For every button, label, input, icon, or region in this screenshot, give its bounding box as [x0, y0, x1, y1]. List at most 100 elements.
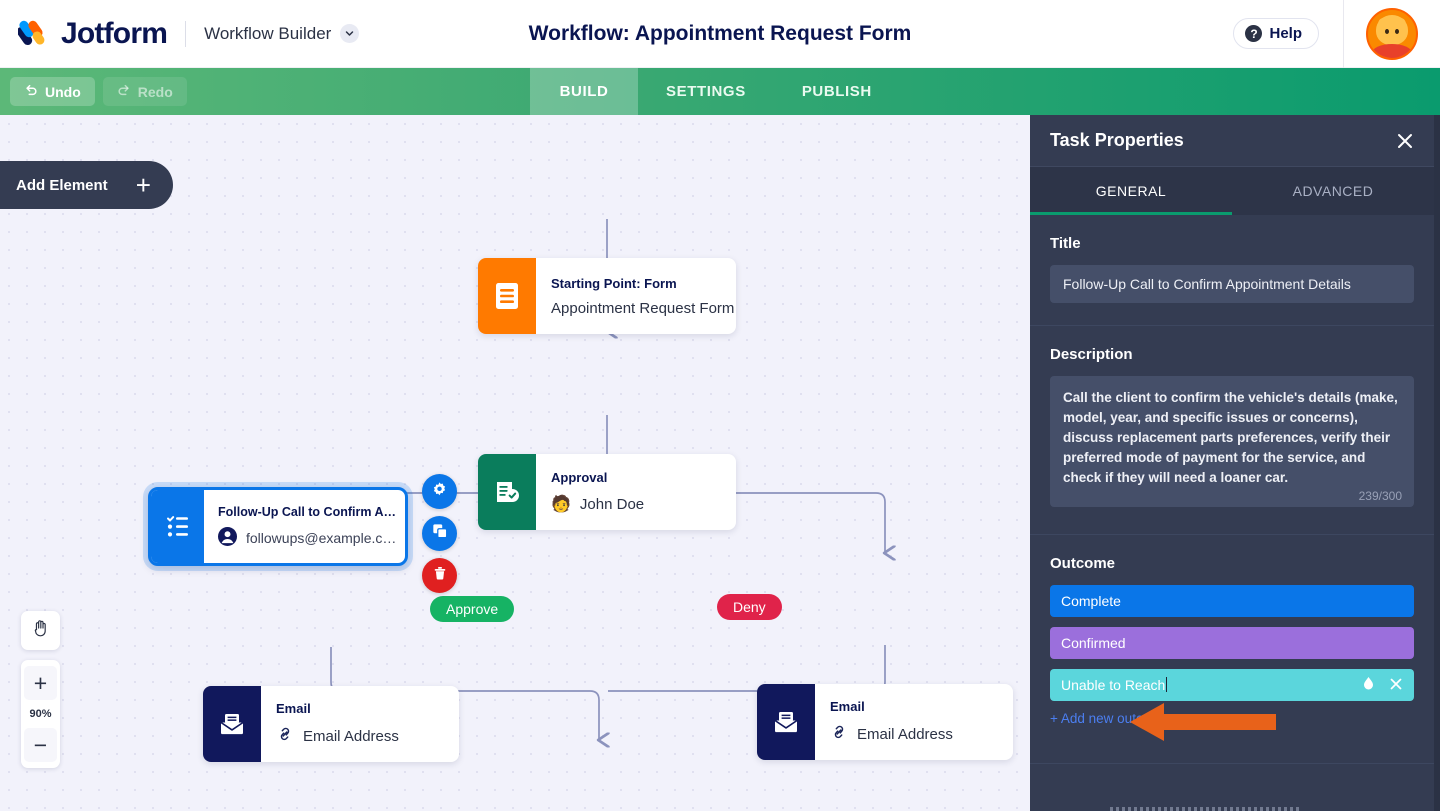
- delete-button[interactable]: [422, 558, 457, 593]
- plus-icon: +: [135, 170, 151, 200]
- node-starting-point[interactable]: Starting Point: Form Appointment Request…: [478, 258, 736, 334]
- panel-header: Task Properties: [1030, 115, 1434, 167]
- panel-body: Title Description Call the client to con…: [1030, 215, 1434, 763]
- node-email-approve[interactable]: Email Email Address: [203, 686, 459, 762]
- node-approval[interactable]: Approval 🧑 John Doe: [478, 454, 736, 530]
- hand-pan-icon: [31, 618, 51, 643]
- title-input[interactable]: [1050, 265, 1414, 303]
- add-new-outcome-link[interactable]: + Add new outcome: [1050, 711, 1169, 726]
- redo-button[interactable]: Redo: [102, 77, 187, 106]
- outcome-row-confirmed[interactable]: Confirmed: [1050, 627, 1414, 659]
- form-document-icon: [478, 258, 536, 334]
- trash-icon: [432, 565, 448, 586]
- description-section: Description Call the client to confirm t…: [1030, 326, 1434, 535]
- node-subtitle: Email Address: [276, 725, 399, 747]
- tab-publish[interactable]: PUBLISH: [801, 83, 872, 100]
- help-label: Help: [1269, 25, 1302, 42]
- avatar-eye-right: [1395, 28, 1400, 34]
- node-subtitle: Email Address: [830, 723, 953, 745]
- zoom-level: 90%: [29, 708, 52, 720]
- task-properties-panel: Task Properties GENERAL ADVANCED Title D…: [1030, 115, 1434, 811]
- close-icon[interactable]: [1396, 132, 1414, 150]
- brand-name: Jotform: [61, 16, 168, 50]
- node-subtitle-text: Email Address: [857, 725, 953, 743]
- pan-tool-button[interactable]: [21, 611, 60, 650]
- person-emoji: 🧑: [551, 496, 571, 513]
- undo-button[interactable]: Undo: [10, 77, 95, 106]
- title-label: Title: [1050, 235, 1081, 252]
- tab-build[interactable]: BUILD: [530, 68, 638, 115]
- header-divider-2: [1343, 0, 1344, 68]
- avatar-face: [1376, 14, 1408, 45]
- duplicate-button[interactable]: [422, 516, 457, 551]
- undo-arrow-icon: [24, 83, 38, 100]
- redo-arrow-icon: [117, 83, 131, 100]
- node-subtitle: Appointment Request Form: [551, 300, 734, 317]
- node-title: Approval: [551, 470, 608, 485]
- product-name: Workflow Builder: [204, 23, 332, 43]
- link-icon: [830, 723, 848, 745]
- outcome-label-input[interactable]: Unable to Reach: [1061, 677, 1362, 693]
- outcome-label: Outcome: [1050, 555, 1116, 572]
- tab-advanced[interactable]: ADVANCED: [1292, 183, 1374, 199]
- droplet-icon[interactable]: [1362, 676, 1375, 694]
- outcome-label-text: Confirmed: [1061, 635, 1126, 651]
- chevron-down-icon[interactable]: [340, 24, 360, 43]
- header-divider: [185, 20, 187, 47]
- add-element-button[interactable]: Add Element +: [0, 161, 173, 209]
- add-element-label: Add Element: [16, 176, 108, 194]
- avatar[interactable]: [1366, 7, 1418, 60]
- node-subtitle-text: followups@example.c…: [246, 529, 397, 546]
- jotform-logo-icon: [16, 17, 52, 51]
- panel-right-edge: [1434, 115, 1440, 811]
- avatar-body: [1372, 43, 1412, 58]
- panel-tabs: GENERAL ADVANCED: [1030, 167, 1434, 215]
- node-title: Email: [830, 699, 865, 714]
- node-subtitle: followups@example.c…: [218, 526, 397, 549]
- copy-icon: [432, 523, 448, 544]
- settings-button[interactable]: [422, 474, 457, 509]
- node-subtitle: 🧑 John Doe: [551, 494, 644, 514]
- avatar-eye-left: [1384, 28, 1389, 34]
- envelope-icon: [203, 686, 261, 762]
- outcome-section: Outcome Complete Confirmed Unable to Rea…: [1030, 535, 1434, 740]
- node-subtitle-text: Appointment Request Form: [551, 299, 735, 317]
- panel-footer: [1030, 763, 1434, 811]
- zoom-in-button[interactable]: +: [24, 666, 57, 700]
- outcome-row-complete[interactable]: Complete: [1050, 585, 1414, 617]
- branch-label-approve[interactable]: Approve: [430, 596, 515, 622]
- undo-label: Undo: [45, 83, 81, 100]
- node-subtitle-text: John Doe: [579, 495, 645, 513]
- description-textarea[interactable]: Call the client to confirm the vehicle's…: [1050, 376, 1414, 507]
- redo-label: Redo: [137, 83, 173, 100]
- branch-label-deny[interactable]: Deny: [717, 594, 782, 620]
- outcome-row-unable-to-reach[interactable]: Unable to Reach: [1050, 669, 1414, 701]
- help-button[interactable]: ? Help: [1233, 18, 1319, 49]
- node-title: Starting Point: Form: [551, 275, 677, 291]
- task-list-icon: [151, 490, 204, 563]
- close-icon[interactable]: [1389, 677, 1403, 694]
- tab-general[interactable]: GENERAL: [1030, 167, 1232, 215]
- person-circle-icon: [218, 526, 237, 549]
- approval-check-icon: [478, 454, 536, 530]
- product-switcher[interactable]: Workflow Builder: [204, 23, 360, 44]
- workflow-toolbar: Undo Redo BUILD SETTINGS PUBLISH: [0, 68, 1440, 115]
- node-email-deny[interactable]: Email Email Address: [757, 684, 1013, 760]
- app-header: Jotform Workflow Builder Workflow: Appoi…: [0, 0, 1440, 68]
- node-follow-up-call[interactable]: Follow-Up Call to Confirm A… followups@e…: [148, 487, 408, 566]
- question-mark-icon: ?: [1245, 25, 1263, 42]
- title-section: Title: [1030, 215, 1434, 326]
- tab-settings[interactable]: SETTINGS: [666, 83, 746, 100]
- node-title: Follow-Up Call to Confirm A…: [218, 504, 396, 519]
- zoom-controls: + 90% −: [21, 660, 60, 768]
- zoom-out-button[interactable]: −: [24, 728, 57, 762]
- envelope-icon: [757, 684, 815, 760]
- brand-logo[interactable]: Jotform: [0, 16, 168, 51]
- outcome-label-text: Unable to Reach: [1061, 677, 1166, 693]
- description-label: Description: [1050, 346, 1133, 363]
- outcome-label-text: Complete: [1061, 593, 1121, 609]
- link-icon: [276, 725, 294, 747]
- workflow-canvas[interactable]: Add Element + Starting Point: Form Appoi…: [0, 115, 1030, 811]
- footer-placeholder: [1110, 807, 1300, 811]
- description-counter: 239/300: [1358, 489, 1402, 503]
